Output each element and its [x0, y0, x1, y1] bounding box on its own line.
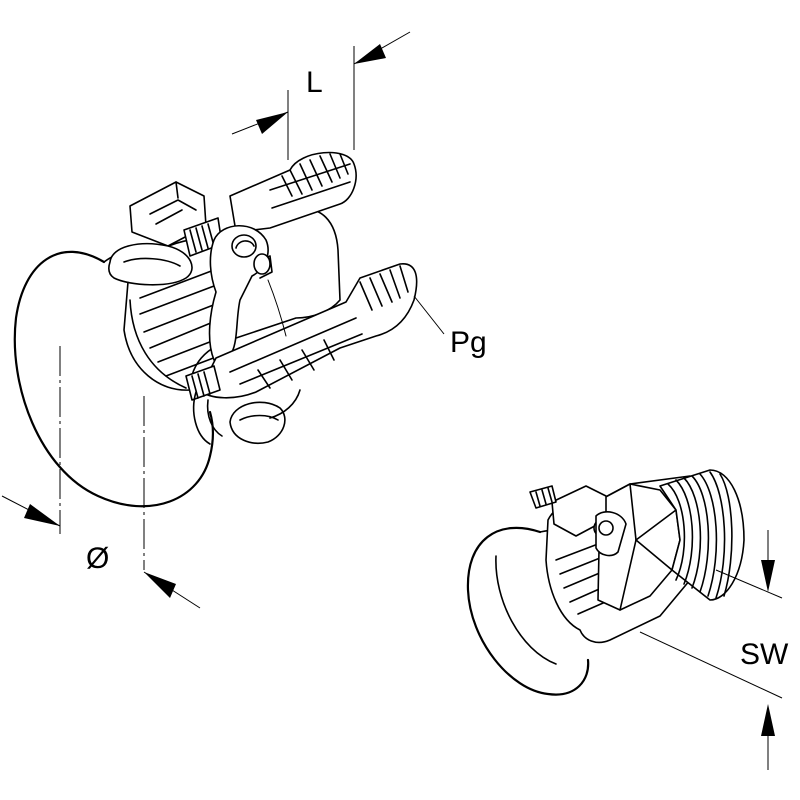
cable-gland-exploded-view [13, 151, 418, 508]
label-diameter: Ø [86, 542, 109, 575]
wing-screw-head [108, 242, 193, 286]
label-wrench-size: SW [740, 638, 789, 671]
lower-threaded-segment [199, 263, 418, 399]
label-length: L [306, 66, 323, 99]
cable-gland-assembled-view [466, 469, 745, 696]
upper-threaded-segment [229, 151, 357, 233]
strain-relief-strap [208, 225, 269, 361]
dimension-length: L [231, 31, 411, 160]
label-thread: Pg [450, 326, 487, 359]
lower-clamp-screw [185, 365, 286, 444]
dimension-wrench-size: SW [639, 530, 789, 770]
assembled-sealing-ring [466, 526, 590, 696]
dimension-diameter: Ø [1, 346, 201, 609]
sealing-ring [13, 250, 215, 508]
dimension-thread-size: Pg [413, 295, 487, 359]
